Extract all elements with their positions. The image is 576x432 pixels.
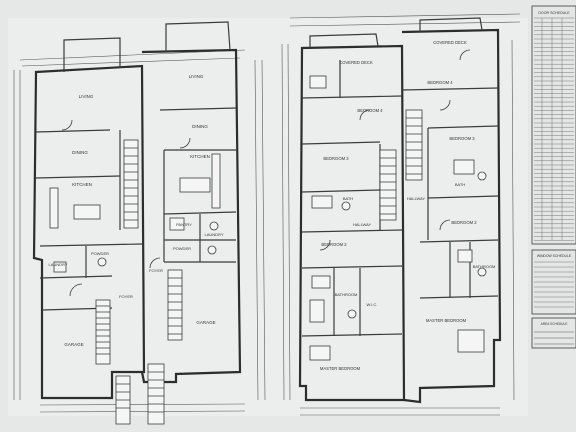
room-label: BATH	[343, 196, 353, 201]
room-label: BEDROOM 2	[321, 242, 347, 247]
first-floor-plan	[13, 21, 266, 425]
room-label: LIVING	[79, 94, 94, 99]
room-label: LAUNDRY	[204, 232, 223, 237]
room-label: GARAGE	[196, 320, 215, 325]
room-label: PANTRY	[176, 222, 192, 227]
area-schedule: AREA SCHEDULE	[531, 317, 576, 349]
schedule-title: DOOR SCHEDULE	[538, 11, 570, 15]
room-label: MASTER BEDROOM	[320, 366, 361, 371]
room-label: DINING	[192, 124, 208, 129]
second-floor-labels: COVERED DECK BEDROOM 4 BEDROOM 3 BATH HA…	[320, 40, 496, 371]
room-label: BEDROOM 4	[357, 108, 383, 113]
room-label: COVERED DECK	[339, 60, 373, 65]
room-label: LAUNDRY	[48, 262, 67, 267]
room-label: FOYER	[149, 268, 163, 273]
stair-unit-a	[95, 139, 139, 365]
room-label: KITCHEN	[190, 154, 210, 159]
room-label: FOYER	[119, 294, 133, 299]
door-schedule: DOOR SCHEDULE	[531, 5, 576, 245]
room-label: BEDROOM 4	[427, 80, 453, 85]
room-label: POWDER	[173, 246, 191, 251]
room-label: GARAGE	[64, 342, 83, 347]
stair-unit-b	[115, 269, 183, 425]
room-label: BEDROOM 2	[451, 220, 477, 225]
room-label: MASTER BEDROOM	[426, 318, 467, 323]
room-label: DINING	[72, 150, 88, 155]
room-label: LIVING	[189, 74, 204, 79]
first-floor-labels: LIVING DINING KITCHEN LAUNDRY POWDER FOY…	[48, 74, 223, 347]
room-label: BATHROOM	[473, 264, 496, 269]
window-schedule: WINDOW SCHEDULE	[531, 249, 576, 315]
room-label: BEDROOM 3	[449, 136, 475, 141]
schedule-title: WINDOW SCHEDULE	[537, 254, 572, 258]
room-label: BATHROOM	[335, 292, 358, 297]
schedule-title: AREA SCHEDULE	[541, 322, 568, 326]
room-label: COVERED DECK	[433, 40, 467, 45]
room-label: BATH	[455, 182, 465, 187]
room-label: BEDROOM 3	[323, 156, 349, 161]
room-label: POWDER	[91, 251, 109, 256]
room-label: HALLWAY	[353, 222, 372, 227]
room-label: W.I.C.	[367, 302, 378, 307]
room-label: HALLWAY	[407, 196, 426, 201]
second-floor-plan	[281, 13, 521, 416]
room-label: KITCHEN	[72, 182, 92, 187]
